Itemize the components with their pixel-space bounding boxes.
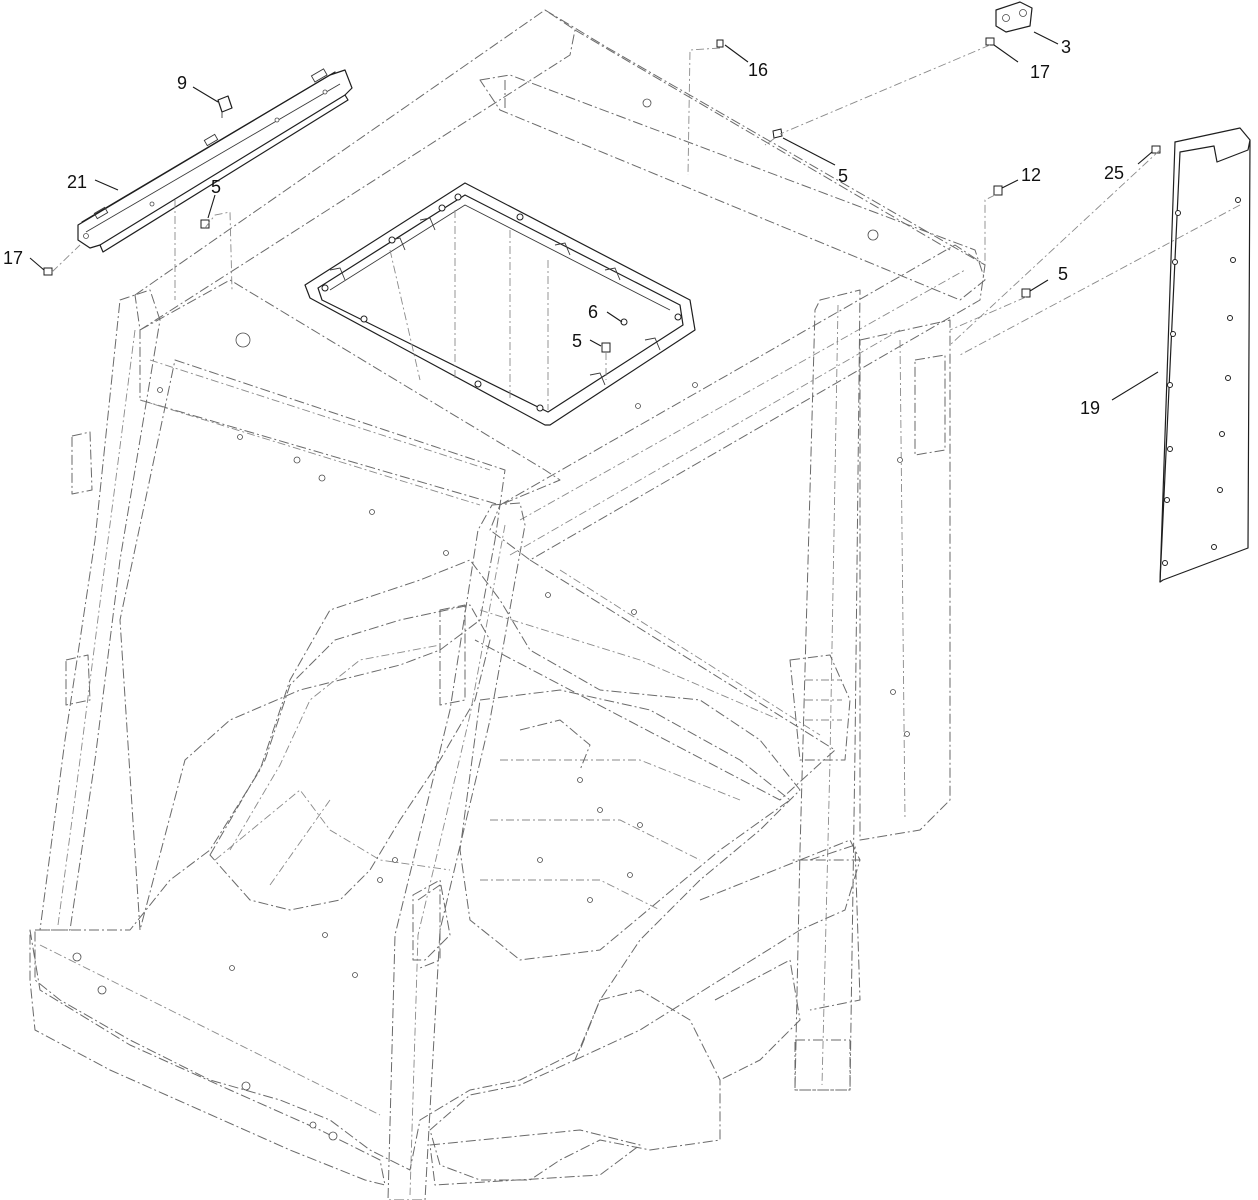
callout-21: 21 xyxy=(67,172,87,192)
callout-5-left: 5 xyxy=(211,177,221,197)
callout-labels: 3 16 17 9 21 5 17 5 12 25 5 6 5 19 xyxy=(3,37,1124,418)
part-21-bracket xyxy=(77,68,353,253)
callout-5-top: 5 xyxy=(838,166,848,186)
callout-5-center: 5 xyxy=(572,331,582,351)
callout-6: 6 xyxy=(588,302,598,322)
callout-17-top: 17 xyxy=(1030,62,1050,82)
callout-12: 12 xyxy=(1021,165,1041,185)
part-6-stud xyxy=(620,318,628,326)
callout-16: 16 xyxy=(748,60,768,80)
callout-3: 3 xyxy=(1061,37,1071,57)
callout-17-left: 17 xyxy=(3,248,23,268)
part-19-panel xyxy=(1159,127,1251,583)
callout-5-right: 5 xyxy=(1058,264,1068,284)
callout-19: 19 xyxy=(1080,398,1100,418)
install-paths xyxy=(51,44,1241,380)
frame-holes xyxy=(72,98,910,1141)
leader-lines xyxy=(29,31,1159,401)
part-3-plate xyxy=(995,1,1033,33)
cab-frame-phantom xyxy=(29,9,986,1200)
callout-25: 25 xyxy=(1104,163,1124,183)
roof-opening-frame xyxy=(304,182,696,426)
part-9-clip xyxy=(217,95,233,118)
callout-9: 9 xyxy=(177,73,187,93)
